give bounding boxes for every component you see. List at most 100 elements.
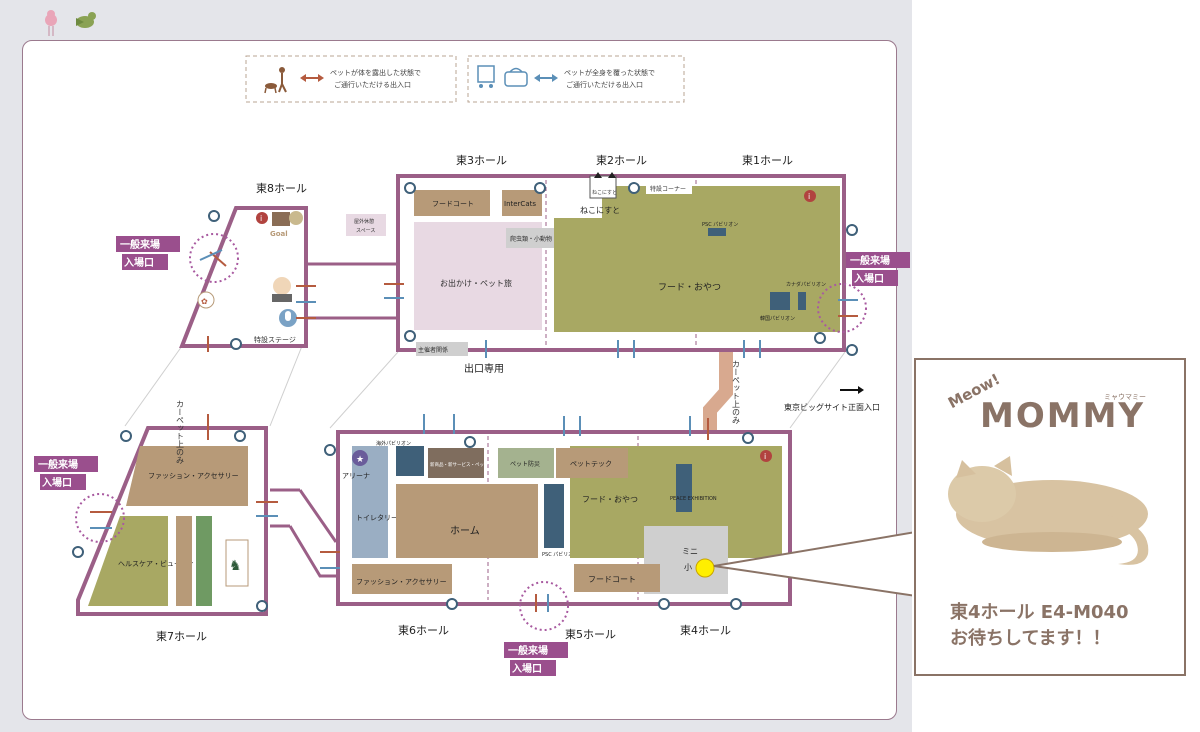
hall-e8-label: 東8ホール <box>256 182 307 195</box>
zone-e7-strip-1[interactable] <box>176 516 192 606</box>
zone-peace-exhibition[interactable] <box>676 464 692 512</box>
zone-psc-pavilion-e1[interactable] <box>708 228 726 236</box>
entrance-e1-line1: 一般来場 <box>850 254 890 267</box>
promo-callout: Meow! MOMMY ミャウマミー 東4ホール E4-M040 お待ちしてます… <box>914 358 1186 676</box>
cat-ears-icon <box>594 172 616 178</box>
zone-intercats[interactable] <box>502 190 542 216</box>
zone-home-label: ホーム <box>450 525 480 537</box>
hall-connectors <box>270 262 398 578</box>
svg-text:i: i <box>808 192 810 201</box>
legend-carrier: ペットが全身を覆った状態で ご通行いただける出入口 <box>467 55 685 103</box>
zone-healthcare-beauty-label: ヘルスケア・ビューティ <box>118 559 195 568</box>
exit-only-label: 出口専用 <box>464 362 504 375</box>
zone-fashion-e6-label: ファッション・アクセサリー <box>356 578 447 586</box>
zone-pet-misc[interactable] <box>498 448 554 478</box>
zone-korea-pavilion[interactable] <box>770 292 790 310</box>
space-label: スペース <box>356 228 375 234</box>
hall-e1-label: 東1ホール <box>742 154 793 167</box>
zone-new-service-label: 新商品・新サービス・ペット保険・美容 <box>430 461 511 468</box>
entrance-badge-e5[interactable]: 一般来場 入場口 <box>504 642 568 676</box>
zone-sponsored-booth[interactable] <box>416 342 468 356</box>
callout-pointer <box>713 531 912 597</box>
zone-outing-travel-label: お出かけ・ペット旅 <box>440 278 512 288</box>
entrance-e1-line2: 入場口 <box>854 272 884 285</box>
entrance-e7-line1: 一般来場 <box>38 458 78 471</box>
zone-fashion-e7[interactable] <box>126 446 248 506</box>
entrance-badge-e7[interactable]: 一般来場 入場口 <box>34 456 98 490</box>
zone-new-service[interactable] <box>428 448 484 478</box>
zone-korea-pavilion-label: 韓国パビリオン <box>760 315 795 322</box>
hall-e7-label: 東7ホール <box>156 630 207 643</box>
zone-toiletry-label: トイレタリー <box>356 513 398 522</box>
small-door-markers <box>72 182 858 612</box>
zone-fashion-e6[interactable] <box>352 564 452 594</box>
entrance-e5-line2: 入場口 <box>512 662 542 675</box>
legend-carrier-text-2: ご通行いただける出入口 <box>566 80 643 89</box>
entrance-e7-line2: 入場口 <box>42 476 72 489</box>
info-icon: i <box>256 212 268 224</box>
svg-text:✿: ✿ <box>201 297 208 306</box>
zone-food-court-e3-label: フードコート <box>432 200 474 208</box>
entrance-e8-line1: 一般来場 <box>120 238 160 251</box>
entrance-arrows <box>90 249 858 612</box>
brand-kana: ミャウマミー <box>1104 393 1146 401</box>
neko-ni-suto-label: ねこにすと <box>580 206 620 215</box>
walking-pet-icon <box>264 67 287 94</box>
microphone-icon <box>279 309 297 327</box>
legend-walking-text-1: ペットが体を露出した状態で <box>330 68 421 77</box>
entrance-badge-e8[interactable]: 一般来場 入場口 <box>116 236 180 270</box>
big-sight-main-label: 東京ビッグサイト正面入口 <box>784 402 880 412</box>
hall-e5-label: 東5ホール <box>565 628 616 641</box>
zone-food-snacks-e4-label: フード・おやつ <box>582 495 638 504</box>
zone-healthcare-beauty[interactable] <box>88 516 168 606</box>
zone-dog-area[interactable] <box>225 539 249 587</box>
perspective-lines <box>124 345 846 429</box>
zone-canada-pavilion[interactable] <box>798 292 806 310</box>
zone-pet-tech-label-overlay: ペットテック <box>570 460 612 468</box>
hall-e6-label: 東6ホール <box>398 624 449 637</box>
arena-label: アリーナ <box>342 472 370 480</box>
zone-outdoor-rest[interactable] <box>346 214 386 236</box>
zone-home[interactable] <box>396 484 538 558</box>
right-arrow-icon <box>840 386 864 394</box>
zone-specialty-corner[interactable] <box>646 182 692 194</box>
zone-mini-small-label-2: 小 <box>684 563 692 572</box>
zone-e7-strip-2[interactable] <box>196 516 212 606</box>
hall-e2-label: 東2ホール <box>596 154 647 167</box>
zone-psc-pavilion-e5-label: PSC パビリオン <box>542 551 578 558</box>
special-stage-label: 特設ステージ <box>254 335 296 344</box>
entrance-circles <box>75 233 867 631</box>
info-icon-e4: i <box>760 450 772 462</box>
arena-star-icon <box>352 450 368 466</box>
dog-icon: ♞ <box>229 558 242 574</box>
zone-food-snacks-e1-label: フード・おやつ <box>658 282 721 293</box>
stage-character-icon <box>272 277 292 302</box>
zone-overseas-pavilion[interactable] <box>396 446 424 476</box>
hall-e4-label: 東4ホール <box>680 624 731 637</box>
booth-location-marker[interactable] <box>695 558 715 578</box>
zone-food-court-e3[interactable] <box>414 190 490 216</box>
pet-carrier-icon <box>477 65 528 88</box>
booth-line-1: 東4ホール E4-M040 <box>950 602 1129 623</box>
cat-pillow-product-image <box>948 456 1149 565</box>
outdoor-rest-label: 屋外休憩 <box>354 218 374 225</box>
bird-decoration-icon <box>45 10 96 36</box>
booth-info: 東4ホール E4-M040 お待ちしてます！！ <box>950 600 1129 652</box>
zone-food-court-e5-label: フードコート <box>588 575 636 584</box>
entrance-badge-e1[interactable]: 一般来場 入場口 <box>846 252 910 286</box>
svg-text:i: i <box>764 452 766 461</box>
legend-carrier-text-1: ペットが全身を覆った状態で <box>564 68 655 77</box>
legend-walking: ペットが体を露出した状態で ご通行いただける出入口 <box>245 55 457 103</box>
neko-ni-suto-sign <box>589 175 617 199</box>
zone-intercats-label: InterCats <box>504 200 536 208</box>
zone-sponsored-booth-label: 主催者関係 <box>418 346 448 354</box>
paw-icon <box>197 291 215 309</box>
entrance-e5-line1: 一般来場 <box>508 644 548 657</box>
carpet-only-label-left: カーペット上のみ <box>176 400 185 464</box>
floor-map: ペットが体を露出した状態で ご通行いただける出入口 ペットが全身を覆った状態で … <box>34 55 912 676</box>
zone-food-court-e5[interactable] <box>574 564 660 592</box>
info-icon-e1: i <box>804 190 816 202</box>
carpet-only-label-right: カーペット上のみ <box>732 360 741 424</box>
double-arrow-blue-icon <box>534 74 558 82</box>
zone-psc-pavilion-e5[interactable] <box>544 484 564 548</box>
